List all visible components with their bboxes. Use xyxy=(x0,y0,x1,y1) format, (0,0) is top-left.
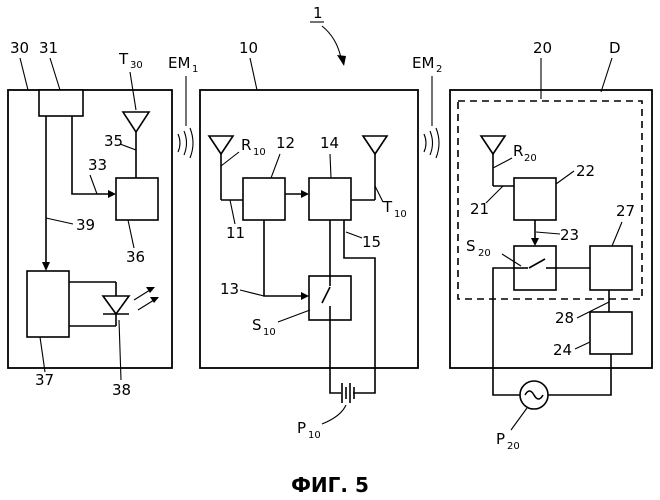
block-31-leader xyxy=(50,58,60,90)
link-39-label: 39 xyxy=(76,216,95,234)
link-33-label: 33 xyxy=(88,156,107,174)
block-14-label: 14 xyxy=(320,134,339,152)
device-30-leader xyxy=(20,58,28,90)
block-27 xyxy=(590,246,632,290)
battery-p10-icon xyxy=(342,383,354,403)
antenna-t10-sub: 10 xyxy=(394,209,407,220)
antenna-t30-letter: T xyxy=(118,50,129,68)
antenna-t30-sub: 30 xyxy=(130,60,143,71)
device-10-leader xyxy=(250,58,257,90)
block-12 xyxy=(243,178,285,220)
em1-waves-icon xyxy=(178,128,193,158)
antenna-r20-sub: 20 xyxy=(524,153,537,164)
source-p20-leader xyxy=(511,408,527,430)
block-14 xyxy=(309,178,351,220)
p15-label: 15 xyxy=(362,233,381,251)
em2-waves-icon xyxy=(424,128,439,158)
device-10-ref: 10 xyxy=(239,39,258,57)
source-p20-letter: P xyxy=(496,430,505,448)
device-20-ref: 20 xyxy=(533,39,552,57)
block-24-label: 24 xyxy=(553,341,572,359)
system-ref-arrowhead xyxy=(337,55,346,66)
device-d-leader xyxy=(601,58,612,92)
link-13-label: 13 xyxy=(220,280,239,298)
system-ref-label: 1 xyxy=(313,4,323,22)
source-p20-sub: 20 xyxy=(507,441,520,452)
ac-source-p20-icon xyxy=(520,381,548,409)
battery-p10-letter: P xyxy=(297,419,306,437)
switch-s20-letter: S xyxy=(466,237,476,255)
figure-caption: ФИГ. 5 xyxy=(291,473,369,497)
device-30-ref: 30 xyxy=(10,39,29,57)
switch-s10-letter: S xyxy=(252,316,262,334)
antenna-r10-sub: 10 xyxy=(253,147,266,158)
block-31 xyxy=(39,90,83,116)
system-ref-leader xyxy=(322,26,341,58)
block-12-label: 12 xyxy=(276,134,295,152)
block-22 xyxy=(514,178,556,220)
block-36-label: 36 xyxy=(126,248,145,266)
led-38-label: 38 xyxy=(112,381,131,399)
antenna-t10-letter: T xyxy=(382,198,393,216)
block-24 xyxy=(590,312,632,354)
p11-label: 11 xyxy=(226,224,245,242)
em2-sub: 2 xyxy=(436,64,442,75)
link-35-label: 35 xyxy=(104,132,123,150)
antenna-r10-letter: R xyxy=(241,136,251,154)
link-28-label: 28 xyxy=(555,309,574,327)
link-23-label: 23 xyxy=(560,226,579,244)
em1-sub: 1 xyxy=(192,64,198,75)
antenna-r20-letter: R xyxy=(513,142,523,160)
device-d-letter: D xyxy=(609,39,621,57)
block-36 xyxy=(116,178,158,220)
block-37-label: 37 xyxy=(35,371,54,389)
switch-s10-sub: 10 xyxy=(263,327,276,338)
battery-p10-leader xyxy=(322,405,346,424)
battery-p10-sub: 10 xyxy=(308,430,321,441)
switch-s20-sub: 20 xyxy=(478,248,491,259)
em2-letter: EM xyxy=(412,54,434,72)
block-37 xyxy=(27,271,69,337)
block-31-label: 31 xyxy=(39,39,58,57)
block-22-label: 22 xyxy=(576,162,595,180)
em1-letter: EM xyxy=(168,54,190,72)
block-27-label: 27 xyxy=(616,202,635,220)
